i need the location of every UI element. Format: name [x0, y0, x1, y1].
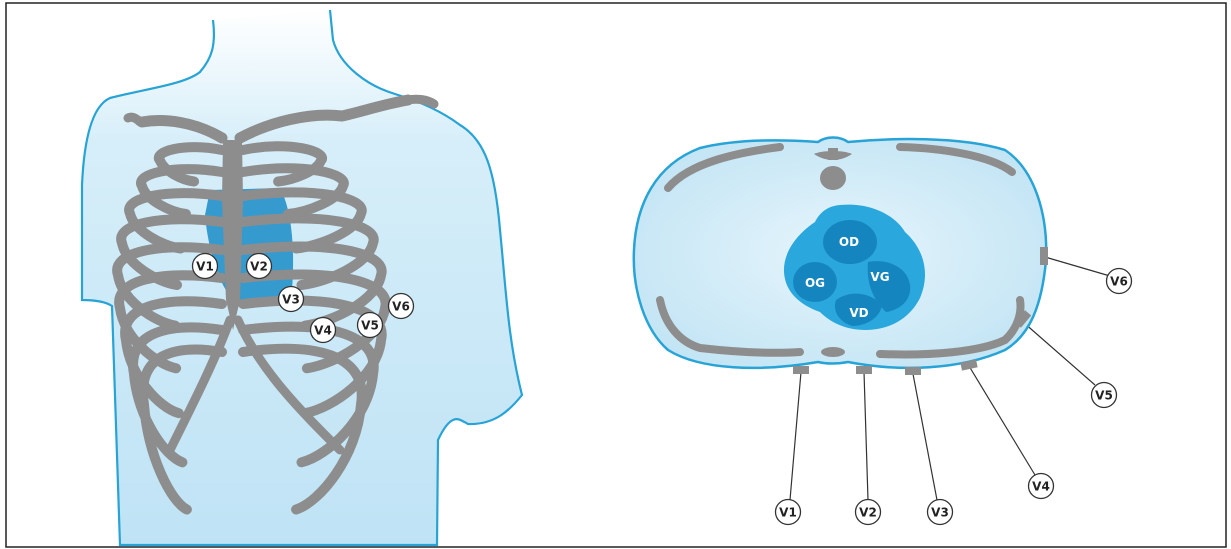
chest-electrode-v6: V6	[389, 294, 414, 319]
section-electrode-v3-label: V3	[931, 506, 949, 520]
chest-electrode-v5-label: V5	[361, 319, 379, 333]
section-electrode-v4: V4	[1029, 474, 1054, 499]
section-electrode-v3: V3	[928, 500, 953, 525]
sternum	[821, 347, 845, 357]
section-electrode-v6-label: V6	[1110, 275, 1128, 289]
pad-v6	[1040, 247, 1048, 265]
chamber-od-label: OD	[839, 235, 859, 249]
chest-electrode-v5: V5	[358, 313, 383, 338]
chest-electrode-v4: V4	[311, 318, 336, 343]
section-electrode-v2-label: V2	[859, 506, 877, 520]
pad-v2	[856, 366, 872, 374]
chest-electrode-v2-label: V2	[250, 260, 268, 274]
section-electrode-v1-label: V1	[779, 506, 797, 520]
chest-electrode-v3-label: V3	[282, 293, 300, 307]
section-electrode-v1: V1	[776, 500, 801, 525]
chest-electrode-v6-label: V6	[392, 300, 410, 314]
chamber-vd-label: VD	[849, 306, 868, 320]
section-electrode-v6: V6	[1107, 269, 1132, 294]
chest-electrode-v1: V1	[193, 254, 218, 279]
chamber-og-label: OG	[805, 276, 825, 290]
section-electrode-v5: V5	[1092, 383, 1117, 408]
pad-v1	[793, 366, 809, 374]
chamber-vg-label: VG	[870, 270, 889, 284]
acromion-left	[408, 99, 434, 104]
chest-electrode-v3: V3	[279, 287, 304, 312]
section-electrode-v5-label: V5	[1095, 389, 1113, 403]
pad-v3	[905, 367, 921, 375]
section-electrode-v2: V2	[856, 500, 881, 525]
chest-electrode-v1-label: V1	[196, 260, 214, 274]
acromion-right	[128, 117, 140, 122]
chest-electrode-v2: V2	[247, 254, 272, 279]
section-electrode-v4-label: V4	[1032, 480, 1050, 494]
chest-electrode-v4-label: V4	[314, 324, 332, 338]
